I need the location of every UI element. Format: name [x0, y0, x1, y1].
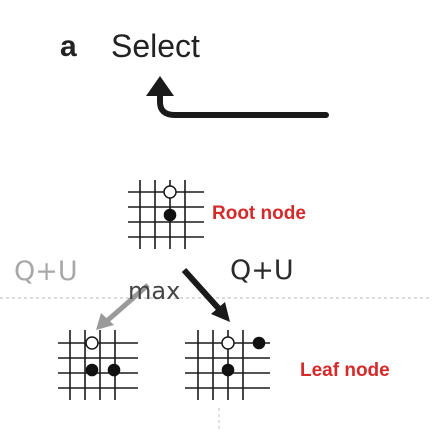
select-direction-arrow — [146, 76, 329, 118]
black-stone-icon — [252, 336, 266, 350]
panel-title: Select — [111, 28, 200, 64]
q-plus-u-left-label: Q+U — [14, 256, 78, 287]
black-stone-icon — [163, 208, 177, 222]
black-stone-icon — [85, 363, 99, 377]
root-node-label: Root node — [212, 203, 306, 224]
root-node-board — [128, 180, 204, 249]
left-leaf-board — [58, 330, 138, 400]
left-branch-arrow — [96, 283, 150, 330]
right-leaf-board — [185, 330, 270, 400]
black-stone-icon — [221, 363, 235, 377]
black-stone-icon — [107, 363, 121, 377]
white-stone-icon — [85, 336, 99, 350]
right-branch-arrow — [181, 267, 230, 322]
max-label: max — [128, 277, 181, 305]
white-stone-icon — [163, 185, 177, 199]
q-plus-u-right-label: Q+U — [230, 255, 294, 286]
white-stone-icon — [221, 336, 235, 350]
panel-letter: a — [60, 30, 77, 63]
leaf-node-label: Leaf node — [300, 360, 390, 381]
